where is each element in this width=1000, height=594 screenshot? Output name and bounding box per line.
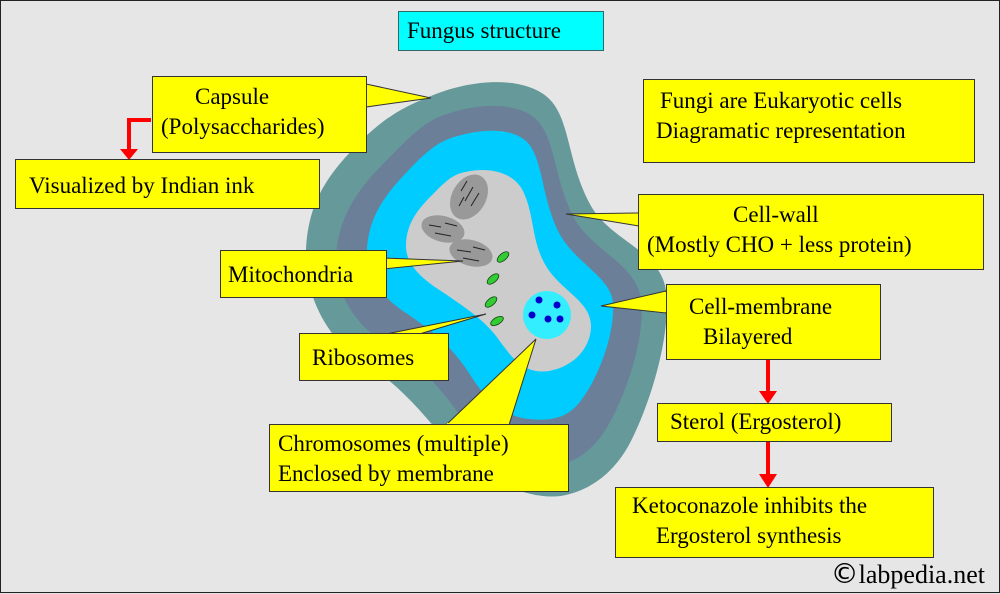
- capsule-title: Capsule: [195, 84, 270, 109]
- capsule-to-ink-arrow: [120, 118, 151, 160]
- cell-membrane-title: Cell-membrane: [689, 294, 833, 319]
- capsule-subtitle: (Polysaccharides): [161, 114, 325, 139]
- eukaryotic-note-line1: Fungi are Eukaryotic cells: [660, 88, 903, 113]
- cell-wall-subtitle: (Mostly CHO + less protein): [647, 232, 912, 257]
- ribosomes-label: Ribosomes: [299, 333, 449, 381]
- watermark: ©labpedia.net: [831, 557, 985, 590]
- indian-ink-text: Visualized by Indian ink: [29, 173, 255, 198]
- ketoconazole-line2: Ergosterol synthesis: [656, 523, 842, 548]
- indian-ink-label: Visualized by Indian ink: [15, 159, 320, 209]
- diagram-title: Fungus structure: [398, 11, 604, 51]
- cell-membrane-label: Cell-membrane Bilayered: [666, 284, 881, 360]
- ribosomes-text: Ribosomes: [312, 345, 415, 370]
- ketoconazole-label: Ketoconazole inhibits the Ergosterol syn…: [615, 487, 934, 558]
- eukaryotic-note-line2: Diagramatic representation: [656, 118, 906, 143]
- membrane-to-sterol-arrow: [759, 359, 777, 404]
- nucleus: [523, 291, 571, 339]
- watermark-text: labpedia.net: [858, 560, 985, 589]
- ribosomes: [484, 251, 510, 327]
- sterol-to-ketoconazole-arrow: [759, 441, 777, 488]
- eukaryotic-note: Fungi are Eukaryotic cells Diagramatic r…: [643, 79, 975, 163]
- chromosomes-label: Chromosomes (multiple) Enclosed by membr…: [269, 424, 569, 492]
- ketoconazole-line1: Ketoconazole inhibits the: [632, 493, 868, 518]
- chromosomes-subtitle: Enclosed by membrane: [278, 461, 494, 486]
- sterol-label: Sterol (Ergosterol): [657, 403, 892, 442]
- title-text: Fungus structure: [407, 18, 561, 43]
- mitochondria-label: Mitochondria: [220, 250, 387, 298]
- sterol-text: Sterol (Ergosterol): [670, 409, 842, 434]
- chromosomes-title: Chromosomes (multiple): [278, 431, 509, 456]
- copyright-icon: ©: [830, 557, 859, 590]
- cell-membrane-subtitle: Bilayered: [703, 324, 793, 349]
- cell-wall-label: Cell-wall (Mostly CHO + less protein): [638, 194, 984, 270]
- mitochondria-text: Mitochondria: [228, 262, 354, 287]
- capsule-label: Capsule (Polysaccharides): [152, 76, 367, 153]
- cell-wall-title: Cell-wall: [733, 202, 819, 227]
- mitochondria: [421, 174, 493, 267]
